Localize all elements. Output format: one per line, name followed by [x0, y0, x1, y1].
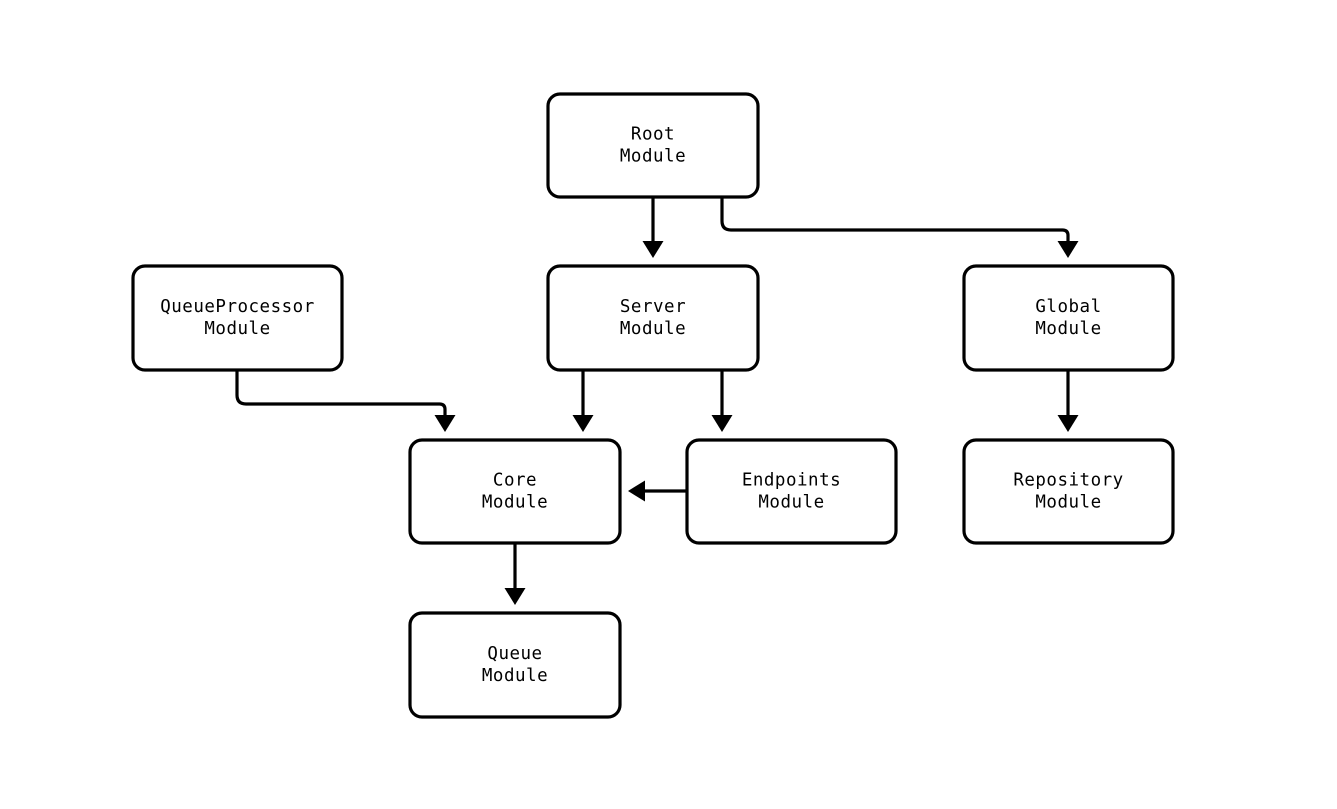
server-module-node-box[interactable]: [546, 264, 760, 372]
edge-root-to-global-arrowhead-icon: [1057, 241, 1079, 258]
edge-queueprocessor-to-core: [235, 370, 447, 415]
repository-module-node-label-line1: Repository: [1013, 471, 1123, 491]
queue-module-node-label-line2: Module: [482, 666, 548, 686]
endpoints-module-node-label-line1: Endpoints: [742, 471, 841, 491]
root-module-node-box[interactable]: [546, 92, 760, 199]
edge-global-to-repository-arrowhead-icon: [1057, 415, 1079, 432]
core-module-node-box[interactable]: [408, 438, 622, 545]
edge-queueprocessor-to-core-arrowhead-icon: [434, 415, 456, 432]
queueprocessor-module-node-box[interactable]: [131, 264, 344, 372]
edge-endpoints-to-core-arrowhead-icon: [628, 480, 645, 502]
root-module-node-label-line2: Module: [620, 147, 686, 167]
queueprocessor-module-node-label-line2: Module: [204, 319, 270, 339]
core-module-node-label-line2: Module: [482, 493, 548, 513]
edge-root-to-server-arrowhead-icon: [642, 241, 664, 258]
root-module-node-label-line1: Root: [631, 125, 675, 145]
edge-root-to-global: [720, 197, 1070, 241]
endpoints-module-node-label-line2: Module: [758, 493, 824, 513]
repository-module-node-label-line2: Module: [1035, 493, 1101, 513]
repository-module-node-box[interactable]: [962, 438, 1175, 545]
global-module-node-box[interactable]: [962, 264, 1175, 372]
endpoints-module-node-box[interactable]: [685, 438, 898, 545]
edge-core-to-queue-arrowhead-icon: [504, 588, 526, 605]
edge-server-to-core-arrowhead-icon: [572, 415, 594, 432]
global-module-node-label-line2: Module: [1035, 319, 1101, 339]
core-module-node-label-line1: Core: [493, 471, 537, 491]
nodes-layer: RootModuleQueueProcessorModuleServerModu…: [131, 92, 1175, 719]
server-module-node-label-line1: Server: [620, 297, 686, 317]
edges-layer: [235, 197, 1079, 605]
server-module-node-label-line2: Module: [620, 319, 686, 339]
edge-server-to-endpoints-arrowhead-icon: [711, 415, 733, 432]
queue-module-node-label-line1: Queue: [487, 644, 542, 664]
queue-module-node-box[interactable]: [408, 611, 622, 719]
queueprocessor-module-node-label-line1: QueueProcessor: [160, 297, 315, 317]
global-module-node-label-line1: Global: [1035, 297, 1101, 317]
